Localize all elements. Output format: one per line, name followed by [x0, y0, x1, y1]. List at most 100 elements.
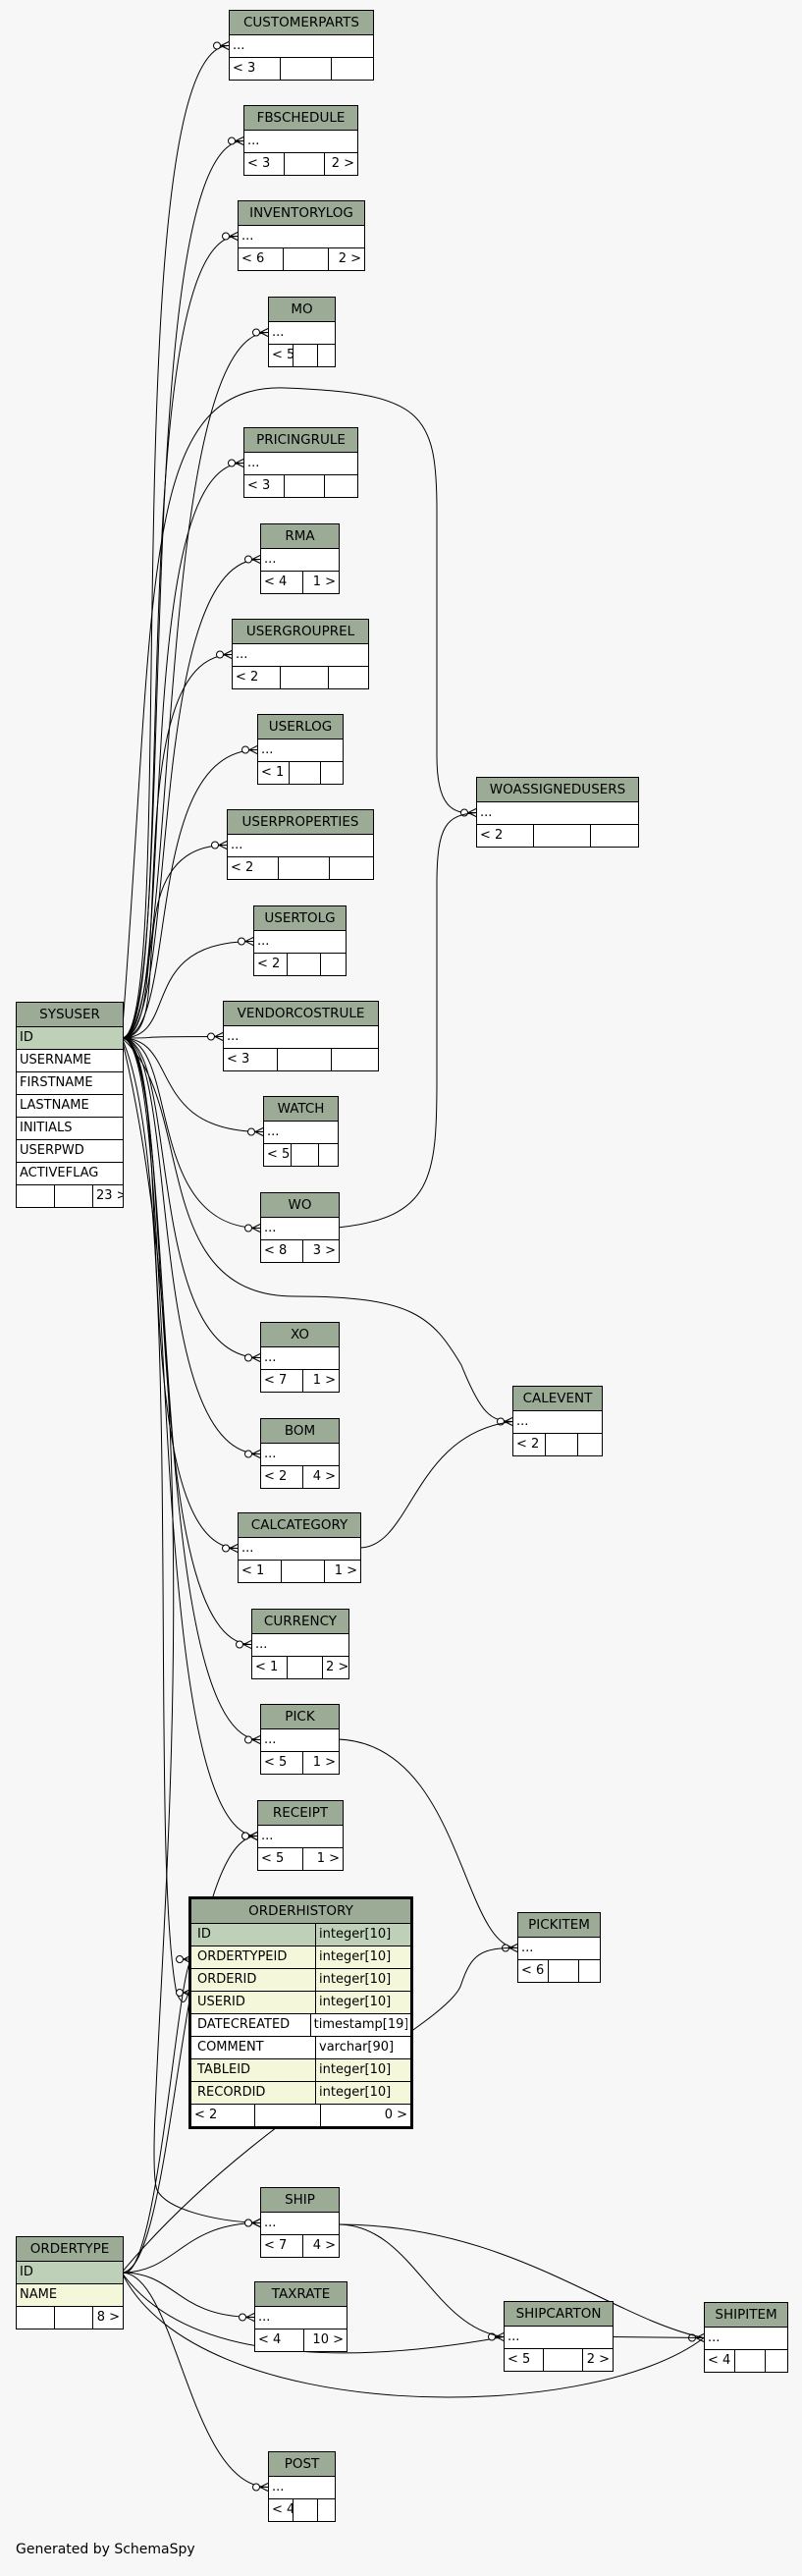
table-wo-title: WO — [261, 1193, 339, 1218]
table-vendorcostrule[interactable]: VENDORCOSTRULE...< 3 — [223, 1001, 379, 1071]
relationship-line — [358, 1421, 513, 1549]
table-pricingrule[interactable]: PRICINGRULE...< 3 — [243, 427, 358, 498]
collapsed-columns: ... — [239, 226, 364, 248]
crows-foot-marker — [248, 745, 258, 754]
crows-foot-marker — [229, 232, 239, 241]
relationship-line — [337, 812, 477, 1229]
table-woassignedusers[interactable]: WOASSIGNEDUSERS...< 2 — [476, 777, 639, 848]
table-userproperties-title: USERPROPERTIES — [228, 810, 373, 835]
table-post-title: POST — [269, 2452, 335, 2477]
table-mo-footer: < 5 — [269, 345, 335, 366]
table-shipitem-footer: < 4 — [705, 2350, 787, 2372]
collapsed-columns: ... — [264, 1122, 338, 1144]
crows-foot-marker — [251, 1450, 261, 1458]
table-mo[interactable]: MO...< 5 — [268, 297, 336, 367]
crows-foot-marker — [220, 41, 230, 50]
table-usertolg[interactable]: USERTOLG...< 2 — [253, 905, 347, 976]
collapsed-columns: ... — [254, 931, 346, 954]
optional-marker — [241, 1832, 249, 1840]
table-pick-title: PICK — [261, 1705, 339, 1729]
collapsed-columns: ... — [239, 1538, 360, 1561]
optional-marker — [247, 1127, 255, 1136]
table-usergrouprel[interactable]: USERGROUPREL...< 2 — [232, 619, 369, 689]
table-sysuser-footer: 23 > — [17, 1185, 123, 1207]
crows-foot-marker — [229, 1544, 239, 1553]
table-calevent-title: CALEVENT — [513, 1387, 602, 1411]
relationship-line — [121, 1037, 261, 2223]
table-pickitem-title: PICKITEM — [518, 1913, 600, 1938]
collapsed-columns: ... — [230, 35, 373, 58]
relationship-line — [121, 1037, 264, 1132]
table-userproperties-footer: < 2 — [228, 857, 373, 879]
table-usertolg-footer: < 2 — [254, 954, 346, 975]
optional-marker — [252, 328, 260, 337]
table-customerparts[interactable]: CUSTOMERPARTS...< 3 — [229, 10, 374, 81]
table-userproperties[interactable]: USERPROPERTIES...< 2 — [227, 809, 374, 880]
relationship-line — [121, 1037, 261, 1358]
optional-marker — [241, 745, 249, 754]
table-userlog[interactable]: USERLOG...< 1 — [257, 714, 344, 785]
column-username: USERNAME — [17, 1050, 123, 1072]
optional-marker — [207, 1032, 215, 1041]
table-usertolg-title: USERTOLG — [254, 906, 346, 931]
relationship-line — [121, 1036, 224, 1039]
relationship-line — [121, 463, 244, 1039]
collapsed-columns: ... — [261, 549, 339, 572]
crows-foot-marker — [223, 650, 233, 659]
collapsed-columns: ... — [269, 2477, 335, 2499]
collapsed-columns: ... — [477, 802, 638, 825]
table-rma-title: RMA — [261, 524, 339, 549]
crows-foot-marker — [235, 137, 244, 145]
relationship-line — [121, 1946, 518, 2274]
table-taxrate-title: TAXRATE — [255, 2282, 347, 2307]
table-pickitem[interactable]: PICKITEM...< 6 — [517, 1912, 601, 1983]
table-calevent[interactable]: CALEVENT...< 2 — [512, 1386, 603, 1456]
table-userlog-title: USERLOG — [258, 715, 343, 740]
relationship-line — [121, 2272, 269, 2488]
table-watch[interactable]: WATCH...< 5 — [263, 1096, 339, 1167]
table-shipitem[interactable]: SHIPITEM...< 4 — [704, 2302, 788, 2373]
crows-foot-marker — [218, 841, 228, 850]
table-ordertype-footer: 8 > — [17, 2307, 123, 2329]
collapsed-columns: ... — [261, 2213, 339, 2235]
table-receipt-title: RECEIPT — [258, 1801, 343, 1826]
optional-marker — [238, 937, 245, 946]
collapsed-columns: ... — [255, 2307, 347, 2329]
relationship-line — [121, 1037, 239, 1549]
crows-foot-marker — [259, 2483, 269, 2492]
table-mo-title: MO — [269, 298, 335, 322]
crows-foot-marker — [245, 2313, 255, 2322]
crows-foot-marker — [251, 1224, 261, 1233]
table-post[interactable]: POST...< 4 — [268, 2451, 336, 2522]
relationship-line — [611, 2336, 705, 2338]
relationship-line — [121, 236, 239, 1039]
